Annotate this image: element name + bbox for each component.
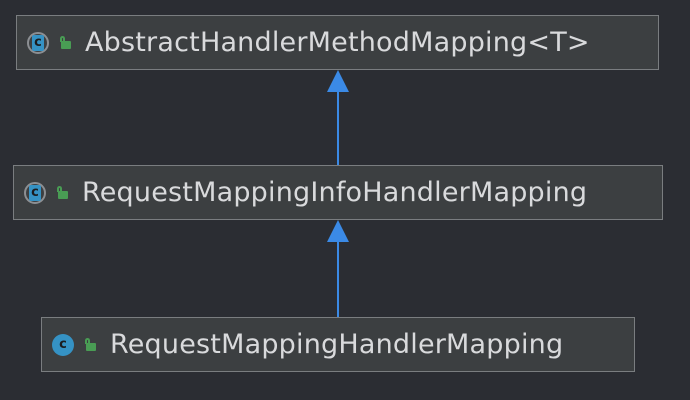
public-lock-icon bbox=[57, 35, 71, 50]
node-icons: c bbox=[27, 31, 71, 54]
public-lock-icon bbox=[82, 337, 96, 352]
class-icon: c bbox=[52, 333, 74, 356]
node-label: RequestMappingHandlerMapping bbox=[110, 329, 564, 360]
abstract-class-icon: c bbox=[27, 31, 49, 54]
node-icons: c bbox=[24, 181, 68, 204]
node-request-mapping-handler-mapping[interactable]: c RequestMappingHandlerMapping bbox=[41, 317, 635, 372]
node-request-mapping-info-handler-mapping[interactable]: c RequestMappingInfoHandlerMapping bbox=[13, 165, 663, 220]
edge-arrowhead-abstract bbox=[327, 70, 349, 92]
node-icons: c bbox=[52, 333, 96, 356]
public-lock-icon bbox=[54, 185, 68, 200]
node-label: AbstractHandlerMethodMapping<T> bbox=[85, 27, 590, 58]
abstract-class-icon: c bbox=[24, 181, 46, 204]
node-abstract-handler-method-mapping[interactable]: c AbstractHandlerMethodMapping<T> bbox=[16, 15, 659, 70]
edge-arrowhead-info bbox=[327, 220, 349, 242]
node-label: RequestMappingInfoHandlerMapping bbox=[82, 177, 588, 208]
